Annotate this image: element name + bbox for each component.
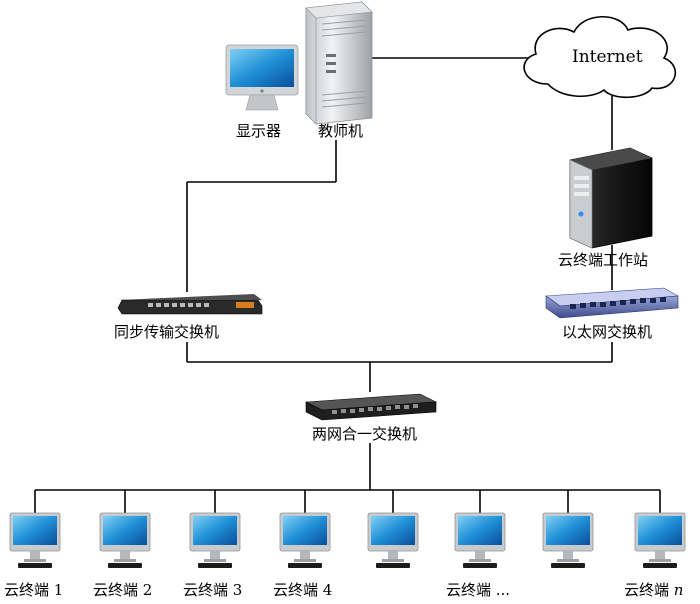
terminal-monitor-icon (9, 512, 61, 569)
terminals (9, 512, 686, 569)
teacher-label: 教师机 (318, 122, 364, 140)
terminal-label: 云终端 3 (183, 581, 243, 599)
terminal-label-suffix: n (673, 581, 684, 599)
terminal-monitor-icon (542, 512, 594, 569)
terminal-label: 云终端 ... (446, 581, 511, 599)
terminal-monitor-icon (367, 512, 419, 569)
terminal-monitor-icon (279, 512, 331, 569)
terminal-monitor-icon (189, 512, 241, 569)
combined-switch-icon (304, 393, 438, 421)
connections (34, 57, 661, 513)
ethernet-switch-icon (545, 287, 679, 319)
terminal-monitor-icon (99, 512, 151, 569)
internet-cloud-icon (523, 16, 676, 99)
terminal-label-text: 云终端 (624, 581, 670, 599)
ethernet-switch-label: 以太网交换机 (562, 323, 653, 341)
teacher-tower-icon (305, 1, 373, 125)
workstation-label: 云终端工作站 (558, 251, 649, 269)
terminal-monitor-icon (634, 512, 686, 569)
internet-label: Internet (572, 47, 643, 67)
terminal-label: 云终端 4 (273, 581, 333, 599)
imac-monitor-icon (225, 44, 299, 111)
terminal-label: 云终端 1 (4, 581, 64, 599)
monitor-label: 显示器 (236, 122, 282, 140)
terminal-monitor-icon (454, 512, 506, 569)
combined-switch-label: 两网合一交换机 (312, 425, 418, 443)
terminal-label-n: 云终端 n (624, 581, 683, 599)
workstation-server-icon (569, 147, 653, 249)
sync-switch-label: 同步传输交换机 (114, 323, 220, 341)
sync-switch-icon (117, 294, 263, 315)
terminal-label: 云终端 2 (93, 581, 153, 599)
